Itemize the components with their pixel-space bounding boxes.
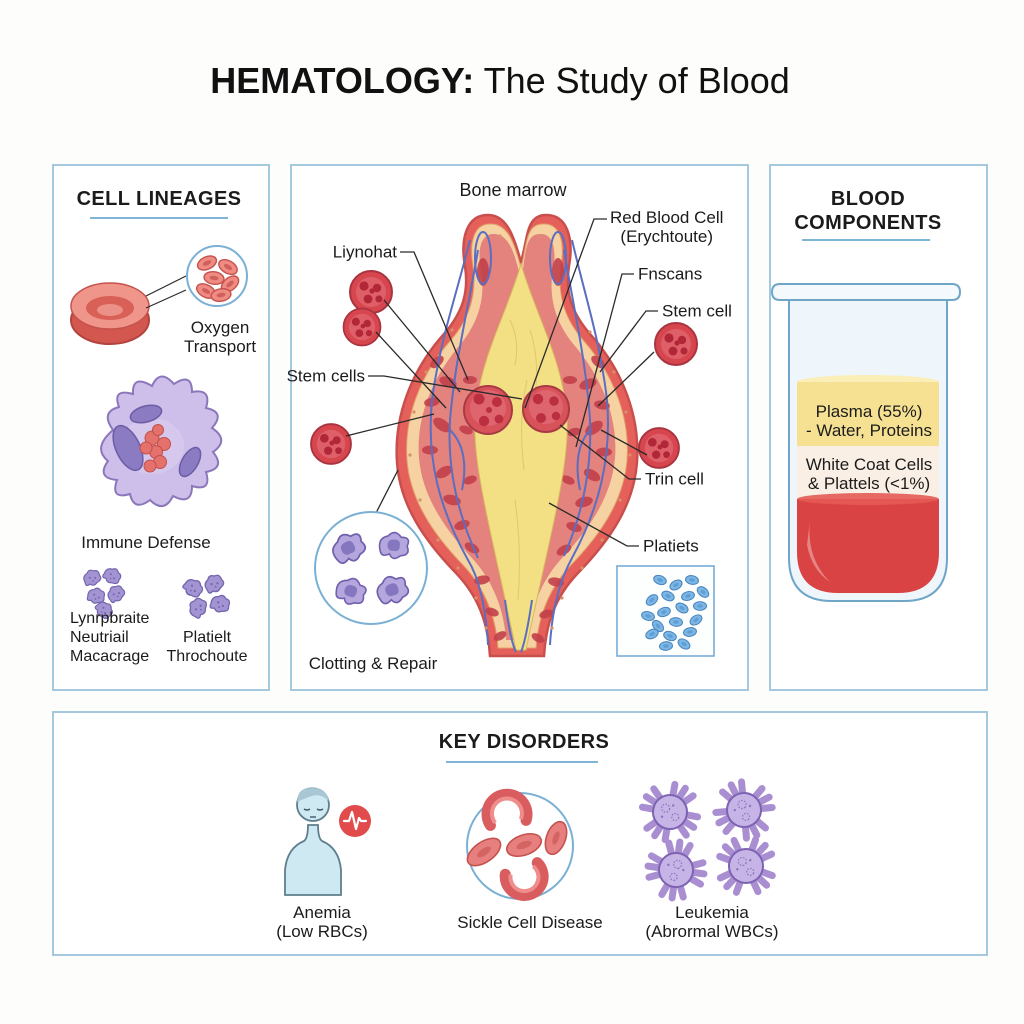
blood-components-underline <box>802 239 930 241</box>
page-title-bold: HEMATOLOGY: <box>210 60 475 101</box>
lymphocyte-cluster-label: Lynrpbraite Neutriail Macacrage <box>70 610 150 665</box>
platiets-label: Platiets <box>643 536 699 556</box>
blood-components-header: BLOOD COMPONENTS <box>794 188 942 234</box>
platelet-cluster-label: Platielt Throchoute <box>166 629 248 665</box>
oxygen-transport-label: Oxygen Transport <box>183 318 257 356</box>
key-disorders-underline <box>446 761 598 763</box>
plasma-label: Plasma (55%) - Water, Proteins <box>806 402 932 440</box>
leukemia-label: Leukemia (Abrormal WBCs) <box>645 903 779 941</box>
key-disorders-header: KEY DISORDERS <box>438 731 610 753</box>
stem-cell-label: Stem cell <box>662 301 732 321</box>
stem-cells-label: Stem cells <box>286 366 365 386</box>
cell-lineages-underline <box>90 217 228 219</box>
anemia-label: Anemia (Low RBCs) <box>276 903 368 941</box>
buffy-coat-label: White Coat Cells & Plattels (<1%) <box>805 455 933 493</box>
trin-cell-label: Trin cell <box>645 469 704 489</box>
fnscans-label: Fnscans <box>638 264 703 284</box>
page-title-regular: The Study of Blood <box>474 60 790 101</box>
cell-lineages-header: CELL LINEAGES <box>76 188 242 210</box>
sickle-cell-label: Sickle Cell Disease <box>457 913 603 932</box>
red-blood-cell-label: Red Blood Cell (Erychtoute) <box>610 208 724 246</box>
clotting-repair-label: Clotting & Repair <box>308 654 438 673</box>
page-title: HEMATOLOGY: The Study of Blood <box>210 60 790 102</box>
liynohat-label: Liynohat <box>332 242 397 262</box>
bone-marrow-title: Bone marrow <box>459 180 567 200</box>
immune-defense-label: Immune Defense <box>81 533 211 552</box>
